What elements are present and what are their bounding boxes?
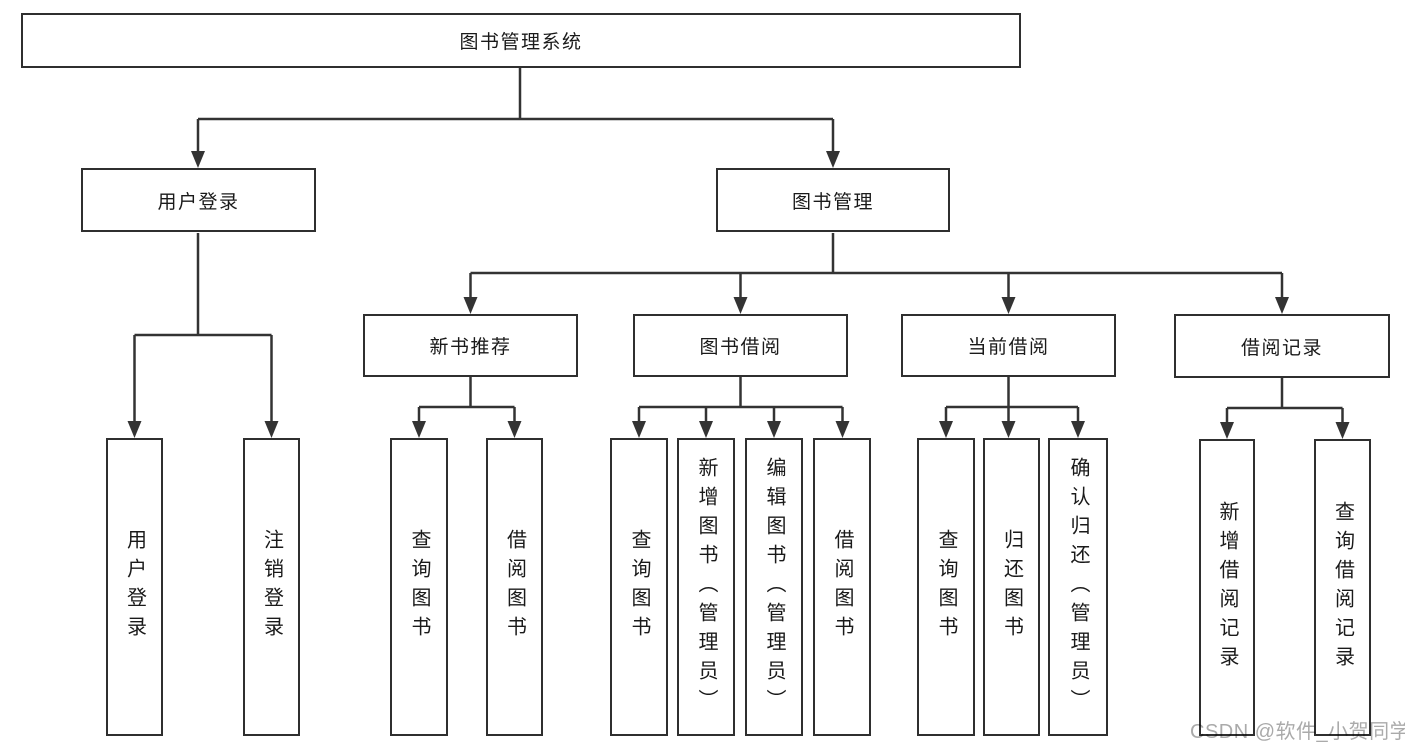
node-confirm-return-admin: 确认归还（管理员） (1048, 438, 1108, 736)
node-borrow-books-recommend: 借阅图书 (486, 438, 543, 736)
node-return-books: 归还图书 (983, 438, 1040, 736)
node-add-borrow-record: 新增借阅记录 (1199, 439, 1255, 736)
node-query-books-current: 查询图书 (917, 438, 975, 736)
node-edit-books-admin: 编辑图书（管理员） (745, 438, 803, 736)
node-root-system: 图书管理系统 (21, 13, 1021, 68)
arrowheads (127, 151, 1350, 439)
node-logout: 注销登录 (243, 438, 300, 736)
node-borrow-books: 借阅图书 (813, 438, 871, 736)
node-user-login-group: 用户登录 (81, 168, 316, 232)
node-new-book-recommend: 新书推荐 (363, 314, 578, 377)
node-query-borrow-record: 查询借阅记录 (1314, 439, 1371, 736)
node-query-books-borrowing: 查询图书 (610, 438, 668, 736)
node-book-borrowing: 图书借阅 (633, 314, 848, 377)
node-current-borrowing: 当前借阅 (901, 314, 1116, 377)
node-borrowing-records: 借阅记录 (1174, 314, 1390, 378)
csdn-watermark: CSDN @软件_小贺同学 (1190, 721, 1405, 743)
node-book-management-group: 图书管理 (716, 168, 950, 232)
node-add-books-admin: 新增图书（管理员） (677, 438, 735, 736)
node-user-login: 用户登录 (106, 438, 163, 736)
node-query-books-recommend: 查询图书 (390, 438, 448, 736)
